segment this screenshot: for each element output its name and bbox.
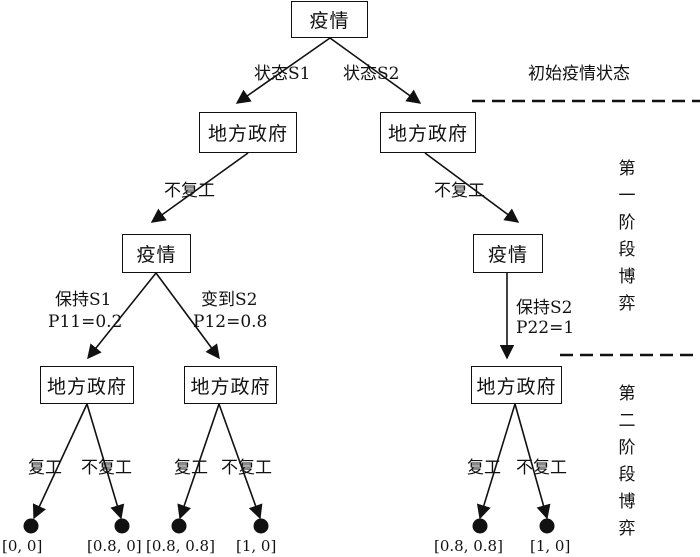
terminal-node: [171, 518, 187, 534]
stage-2-char: 段: [618, 465, 636, 485]
payoff-label: [0.8, 0.8]: [434, 537, 503, 555]
label-resume: 复工: [28, 458, 62, 478]
label-resume: 复工: [467, 458, 501, 478]
label-p12: P12=0.8: [193, 312, 268, 332]
edge-epi-to-s2: [155, 272, 220, 360]
label-no-resume: 不复工: [516, 458, 567, 478]
stage-1-char: 博: [618, 267, 636, 287]
payoff-label: [0.8, 0.8]: [146, 537, 215, 555]
stage-2-char: 二: [618, 411, 636, 431]
node-government-s1: 地方政府: [199, 112, 297, 153]
edge-l2-no-resume: [218, 403, 263, 520]
label-state-s2: 状态S2: [343, 64, 400, 84]
stage-2-char: 博: [618, 492, 636, 512]
node-epidemic-right: 疫情: [473, 234, 543, 273]
edge-l1-no-resume: [86, 403, 125, 520]
stage-1-char: 第: [618, 159, 636, 179]
stage-1-char: 段: [618, 240, 636, 260]
payoff-label: [0, 0]: [2, 537, 43, 555]
initial-state-label: 初始疫情状态: [528, 64, 630, 84]
edge-gov-epi-right: [424, 152, 520, 223]
label-no-resume-left: 不复工: [164, 181, 215, 201]
edge-r-resume: [476, 403, 516, 520]
node-government-s2: 地方政府: [380, 112, 476, 153]
label-keep-s1: 保持S1: [55, 290, 112, 310]
payoff-label: [0.8, 0]: [87, 537, 142, 555]
terminal-node: [472, 518, 488, 534]
terminal-node: [539, 518, 555, 534]
payoff-label: [1, 0]: [236, 537, 277, 555]
label-state-s1: 状态S1: [254, 64, 311, 84]
node-government-stage2-middle: 地方政府: [184, 366, 277, 404]
edge-root-s2: [329, 37, 422, 104]
stage-2-char: 阶: [618, 438, 636, 458]
payoff-label: [1, 0]: [530, 537, 571, 555]
label-change-to-s2: 变到S2: [201, 290, 258, 310]
stage-1-char: 弈: [618, 294, 636, 314]
label-p22: P22=1: [516, 318, 575, 338]
terminal-node: [23, 518, 39, 534]
terminal-node: [114, 518, 130, 534]
edge-gov-epi-left: [150, 152, 249, 223]
edge-l2-resume: [177, 403, 220, 520]
label-no-resume: 不复工: [81, 458, 132, 478]
label-p11: P11=0.2: [48, 312, 123, 332]
edge-l1-resume: [32, 403, 88, 520]
label-resume: 复工: [174, 458, 208, 478]
edge-root-s1: [235, 37, 331, 104]
edge-r-no-resume: [514, 403, 551, 520]
stage-1-char: 阶: [618, 213, 636, 233]
node-government-stage2-right: 地方政府: [471, 366, 562, 404]
stage-2-char: 弈: [618, 519, 636, 539]
terminal-node: [253, 518, 269, 534]
node-government-stage2-left: 地方政府: [40, 366, 134, 404]
node-epidemic-left: 疫情: [122, 234, 191, 273]
edge-epi-keep-s1: [87, 272, 157, 360]
label-keep-s2: 保持S2: [516, 298, 573, 318]
label-no-resume: 不复工: [221, 458, 272, 478]
node-root-epidemic: 疫情: [291, 1, 368, 38]
stage-1-char: 一: [618, 186, 636, 206]
label-no-resume-right: 不复工: [434, 181, 485, 201]
stage-2-char: 第: [618, 384, 636, 404]
